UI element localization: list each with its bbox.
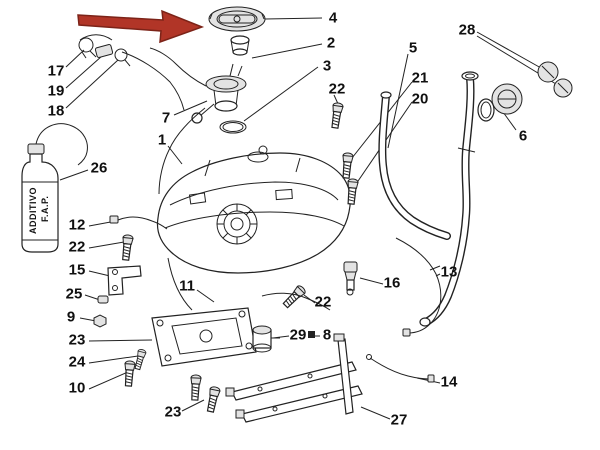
callout-19: 19 (47, 82, 65, 100)
seal-ring-part (219, 120, 247, 134)
callout-11: 11 (179, 277, 195, 295)
callout-9: 9 (66, 308, 76, 326)
fuel-cap-part (208, 6, 266, 56)
sensor-part (343, 261, 358, 296)
callout-15: 15 (68, 261, 86, 279)
callout-20: 20 (411, 90, 429, 108)
bolt-23-a (189, 374, 202, 401)
clip-8 (308, 331, 315, 338)
callout-21: 21 (411, 69, 429, 87)
callout-16: 16 (383, 274, 401, 292)
callout-17: 17 (47, 62, 65, 80)
tank-cap-part (477, 83, 523, 122)
callout-3: 3 (322, 57, 332, 75)
callout-22-top: 22 (328, 80, 346, 98)
small-caps-part (537, 61, 573, 98)
callout-4: 4 (328, 9, 338, 27)
callout-1: 1 (157, 131, 167, 149)
callout-6: 6 (518, 127, 528, 145)
bolt-23-b (204, 385, 222, 414)
callout-27: 27 (390, 411, 408, 429)
filler-pipe-part (378, 91, 451, 240)
filler-neck-part (419, 71, 479, 327)
canister-part (252, 325, 315, 353)
callout-29: 29 (289, 326, 307, 344)
hose-14 (366, 354, 435, 383)
callout-8: 8 (322, 326, 332, 344)
bolt-21 (340, 151, 354, 179)
hose-13 (395, 237, 442, 337)
nut-part (93, 314, 107, 328)
callout-23-bottom: 23 (164, 403, 182, 421)
hose-tank-to-shield (167, 257, 193, 311)
hose-22-mid (261, 292, 331, 311)
pump-module-part (191, 63, 247, 124)
hose-12 (109, 215, 168, 230)
callout-2: 2 (326, 34, 336, 52)
callout-5: 5 (408, 39, 418, 57)
clip-part (97, 295, 109, 304)
callout-22-left: 22 (68, 238, 86, 256)
hose-clamp-cluster (78, 34, 207, 195)
callout-22-mid: 22 (314, 293, 332, 311)
bolt-22-left (120, 233, 134, 262)
callout-18: 18 (47, 102, 65, 120)
additive-bottle-part: ADDITIVO F.A.P. (21, 123, 88, 253)
callout-13: 13 (440, 263, 458, 281)
callout-12: 12 (68, 216, 86, 234)
strap-parts (225, 333, 363, 423)
callout-24: 24 (68, 353, 86, 371)
heat-shield-part (151, 307, 257, 367)
bottle-label-line2: F.A.P. (40, 196, 50, 222)
bottle-label-line1: ADDITIVO (28, 187, 38, 234)
bracket-part (107, 265, 142, 296)
callout-10: 10 (68, 379, 86, 397)
callout-14: 14 (440, 373, 458, 391)
callout-25: 25 (65, 285, 83, 303)
red-arrow-marker (77, 9, 205, 44)
fuel-tank-part (156, 145, 351, 274)
callout-28: 28 (458, 21, 476, 39)
screw-24 (133, 348, 147, 371)
callout-7: 7 (161, 109, 171, 127)
callout-23-left: 23 (68, 331, 86, 349)
bolt-22-top (329, 101, 344, 130)
callout-26: 26 (90, 159, 108, 177)
